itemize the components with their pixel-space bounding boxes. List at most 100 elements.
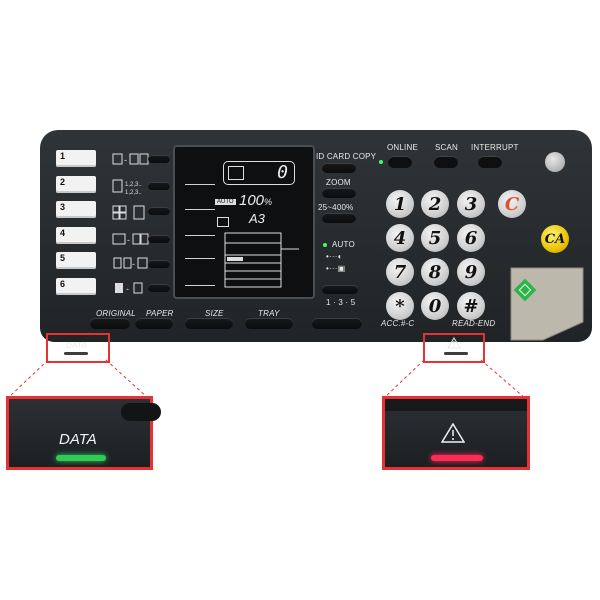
svg-text:1,2,3..: 1,2,3..: [125, 182, 142, 188]
key-label: 0: [428, 295, 442, 317]
zoom-data-label: DATA: [59, 431, 97, 448]
svg-text:-: -: [127, 235, 130, 245]
photo-mode-icon: •···▣: [326, 264, 346, 273]
zoom-ledge: [385, 399, 527, 411]
tray-number: 6: [60, 279, 66, 289]
interrupt-button[interactable]: [478, 156, 502, 168]
key-label: 7: [393, 261, 407, 283]
tray-number: 3: [60, 202, 66, 212]
svg-text:1,2,3..: 1,2,3..: [125, 190, 142, 196]
zoom-button[interactable]: [322, 188, 356, 198]
zoom-range-label: 25~400%: [318, 203, 354, 212]
key-label: *: [395, 295, 405, 317]
clear-all-key-label: CA: [544, 231, 566, 247]
key-label: #: [463, 295, 479, 317]
book-copy-button[interactable]: [148, 235, 170, 243]
key-label: 1: [393, 193, 407, 215]
size-button[interactable]: [185, 318, 233, 329]
scan-button[interactable]: [434, 156, 458, 168]
power-button[interactable]: [545, 152, 565, 172]
clear-key-label: C: [504, 193, 520, 215]
paper-label: PAPER: [146, 309, 174, 318]
tray-label: TRAY: [258, 309, 280, 318]
read-end-label: READ-END: [452, 319, 496, 328]
tray-button[interactable]: [245, 318, 293, 329]
size-label: SIZE: [205, 309, 224, 318]
key-label: 2: [428, 193, 442, 215]
density-button[interactable]: [312, 318, 362, 329]
nup-copy-icon: [112, 203, 152, 228]
paper-tray-2-indicator: 2: [56, 176, 96, 193]
paper-button[interactable]: [135, 318, 173, 329]
acc-label: ACC.#-C: [381, 319, 415, 328]
error-led: [444, 352, 468, 355]
svg-text:-: -: [124, 155, 127, 165]
copier-diagram-icon: [224, 232, 299, 288]
copy-ratio: 100%: [239, 192, 272, 209]
auto-indicator: AUTO: [215, 199, 236, 205]
start-button[interactable]: [503, 262, 592, 342]
key-label: 4: [393, 227, 407, 249]
two-sided-copy-icon: -: [112, 152, 152, 171]
scan-label: SCAN: [435, 143, 459, 152]
copy-icon: [228, 166, 244, 180]
density-scale: 1 · 3 · 5: [326, 298, 356, 307]
tray-number: 2: [60, 177, 66, 187]
online-label: ONLINE: [387, 143, 418, 152]
online-button[interactable]: [388, 156, 412, 168]
key-hash[interactable]: #: [457, 292, 485, 320]
ratio-value: 100: [239, 192, 265, 209]
key-four[interactable]: 4: [386, 224, 414, 252]
key-eight[interactable]: 8: [421, 258, 449, 286]
clear-key[interactable]: C: [498, 190, 526, 218]
id-card-copy-button[interactable]: [322, 163, 356, 173]
key-six[interactable]: 6: [457, 224, 485, 252]
zoom-warning-icon: [441, 423, 465, 443]
key-label: 5: [428, 227, 442, 249]
key-star[interactable]: *: [386, 292, 414, 320]
paper-tray-6-indicator: 6: [56, 278, 96, 295]
key-label: 6: [464, 227, 478, 249]
exposure-auto-label: AUTO: [332, 240, 355, 249]
data-label: DATA: [66, 341, 87, 350]
warning-zoom-panel: [382, 396, 530, 470]
tray-number: 1: [60, 151, 66, 161]
interrupt-label: INTERRUPT: [471, 143, 519, 152]
tray-number: 5: [60, 253, 66, 263]
paper-tray-5-indicator: 5: [56, 252, 96, 269]
key-three[interactable]: 3: [457, 190, 485, 218]
copy-count: 0: [277, 162, 288, 183]
duplex-button[interactable]: [148, 155, 170, 163]
key-label: 9: [464, 261, 478, 283]
paper-size: A3: [249, 211, 265, 226]
key-zero[interactable]: 0: [421, 292, 449, 320]
erase-button[interactable]: [148, 284, 170, 292]
key-one[interactable]: 1: [386, 190, 414, 218]
key-label: 8: [428, 261, 442, 283]
margin-shift-button[interactable]: [148, 260, 170, 268]
exposure-button[interactable]: [322, 285, 358, 294]
data-zoom-panel: DATA: [6, 396, 161, 470]
margin-shift-icon: -: [112, 256, 152, 275]
data-led: [64, 352, 88, 355]
zoom-range-button[interactable]: [322, 213, 356, 223]
original-label: ORIGINAL: [96, 309, 136, 318]
key-nine[interactable]: 9: [457, 258, 485, 286]
book-copy-icon: -: [112, 232, 152, 251]
warning-icon: [447, 337, 461, 349]
key-two[interactable]: 2: [421, 190, 449, 218]
copy-count-box: 0: [223, 161, 295, 185]
original-button[interactable]: [90, 318, 130, 329]
nup-button[interactable]: [148, 207, 170, 215]
id-card-copy-label: ID CARD COPY: [316, 152, 377, 161]
sort-button[interactable]: [148, 182, 170, 190]
clear-all-key[interactable]: CA: [541, 225, 569, 253]
paper-icon: [217, 217, 229, 227]
zoom-button-edge: [121, 403, 161, 421]
warning-highlight-frame: [423, 333, 485, 363]
lcd-display: 0 AUTO 100% A3: [173, 145, 315, 299]
key-five[interactable]: 5: [421, 224, 449, 252]
key-seven[interactable]: 7: [386, 258, 414, 286]
paper-tray-4-indicator: 4: [56, 227, 96, 244]
